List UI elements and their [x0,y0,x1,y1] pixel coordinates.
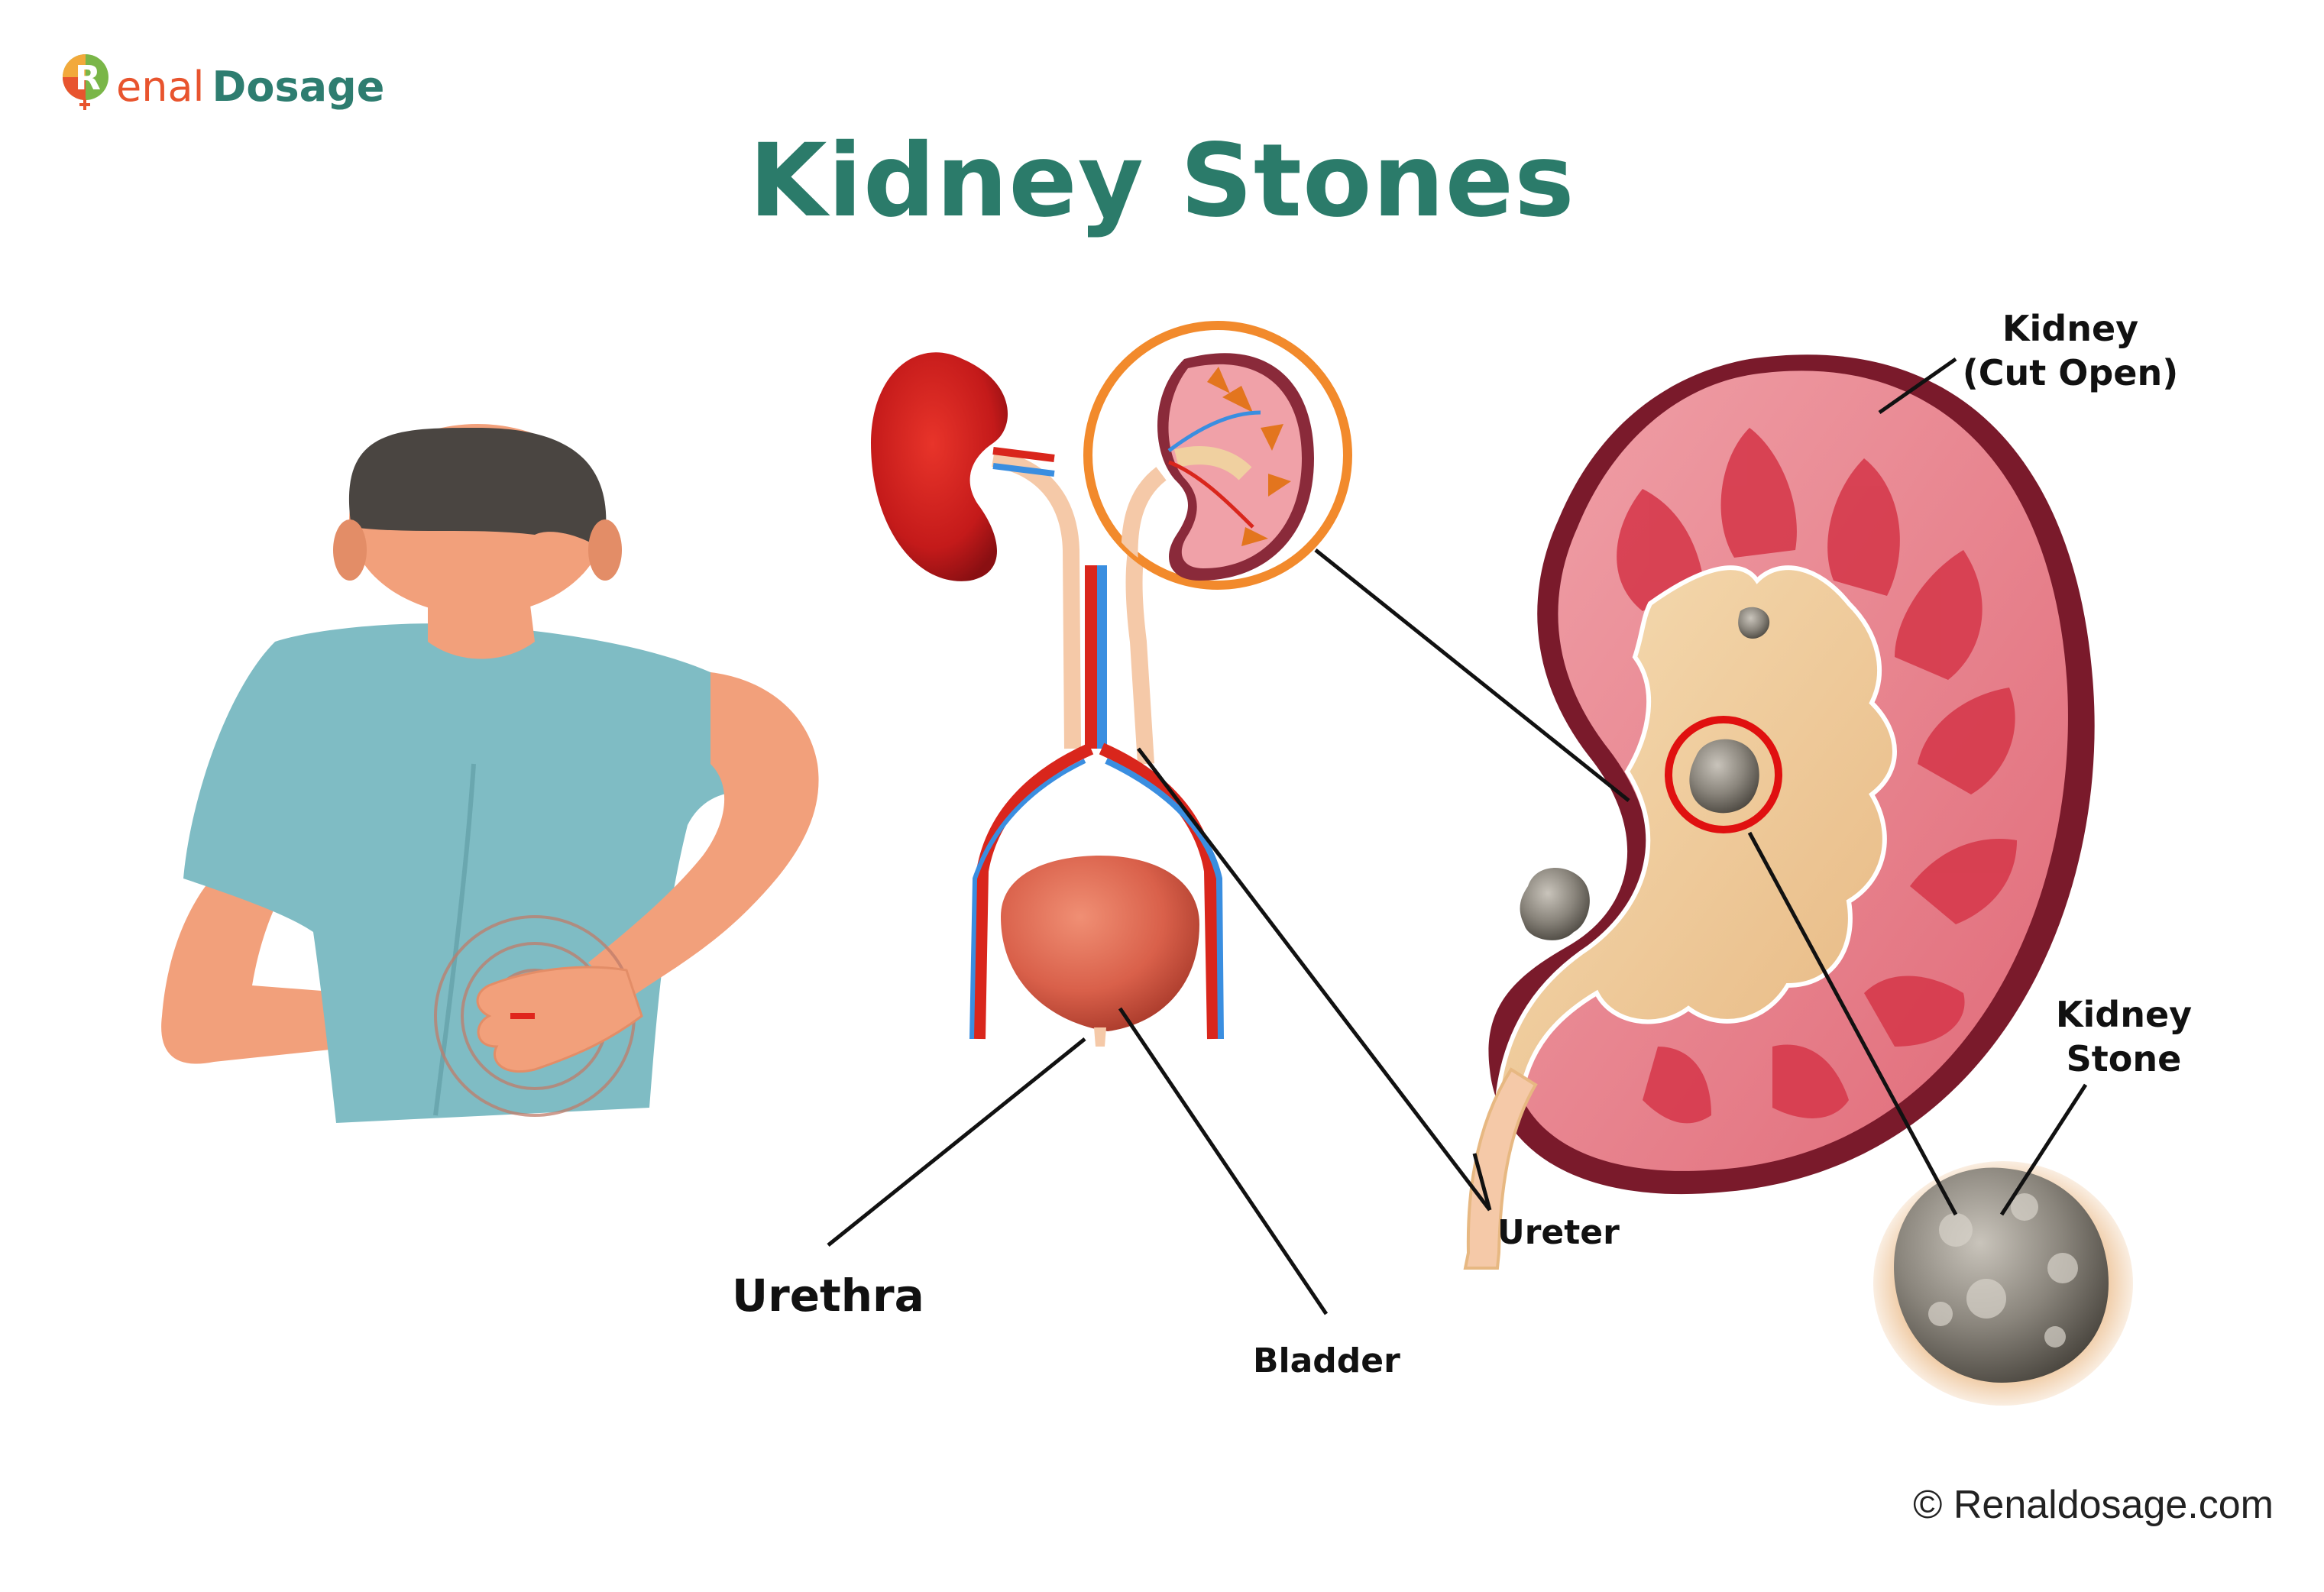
hair [348,428,607,550]
label-ureter: Ureter [1497,1213,1620,1252]
label-cut-open-line2: (Cut Open) [1962,351,2179,393]
leader-lines [827,357,2088,1315]
renal-dosage-logo: R enal Dosage [58,44,384,128]
label-kidney-stone: Kidney Stone [2032,993,2216,1081]
label-kidney-cut-open: Kidney (Cut Open) [1940,307,2200,395]
label-bladder: Bladder [1253,1341,1400,1380]
leader-zoom-to-kidney [1314,548,1630,802]
kidney-stone-closeup [1873,1161,2133,1406]
cut-open-kidney-diagram [1463,354,2095,1270]
stone-highlight-circle [1665,716,1782,833]
shirt [183,623,795,1123]
man-back-pain-figure [161,424,819,1123]
logo-text: enal Dosage [116,63,384,111]
leader-kidney-cut-open [1878,357,1957,415]
left-arm [161,848,360,1064]
bladder-shape [1001,856,1199,1031]
renal-pelvis [1494,565,1897,1102]
label-kidney-line1: Kidney [2002,308,2139,349]
leader-kidney-stone [1999,1083,2088,1216]
label-kidney-stone-line2: Stone [2066,1037,2182,1079]
left-kidney [871,352,1008,581]
logo-word-dosage: Dosage [212,62,385,111]
leader-kidney-stone-inner [1747,831,1958,1216]
hand [476,966,643,1073]
logo-word-renal: enal [116,62,205,111]
svg-text:R: R [75,59,101,98]
right-arm [588,672,819,1001]
copyright-notice: © Renaldosage.com [1913,1483,2274,1527]
leader-bladder [1118,1007,1329,1315]
leader-urethra [827,1037,1086,1247]
leader-ureter-1 [1137,747,1491,1212]
medulla-pyramids [1617,428,2017,1124]
page-title: Kidney Stones [749,122,1575,240]
kidney-ureter [1463,1067,1538,1270]
stones-in-kidney [1520,607,1770,940]
label-kidney-stone-line1: Kidney [2055,994,2193,1035]
leader-ureter-2 [1472,1153,1492,1211]
logo-mark-icon: R [58,51,113,121]
urethra-tube [1094,1027,1106,1047]
urinary-tract-diagram [871,321,1352,1047]
label-urethra: Urethra [732,1270,924,1322]
